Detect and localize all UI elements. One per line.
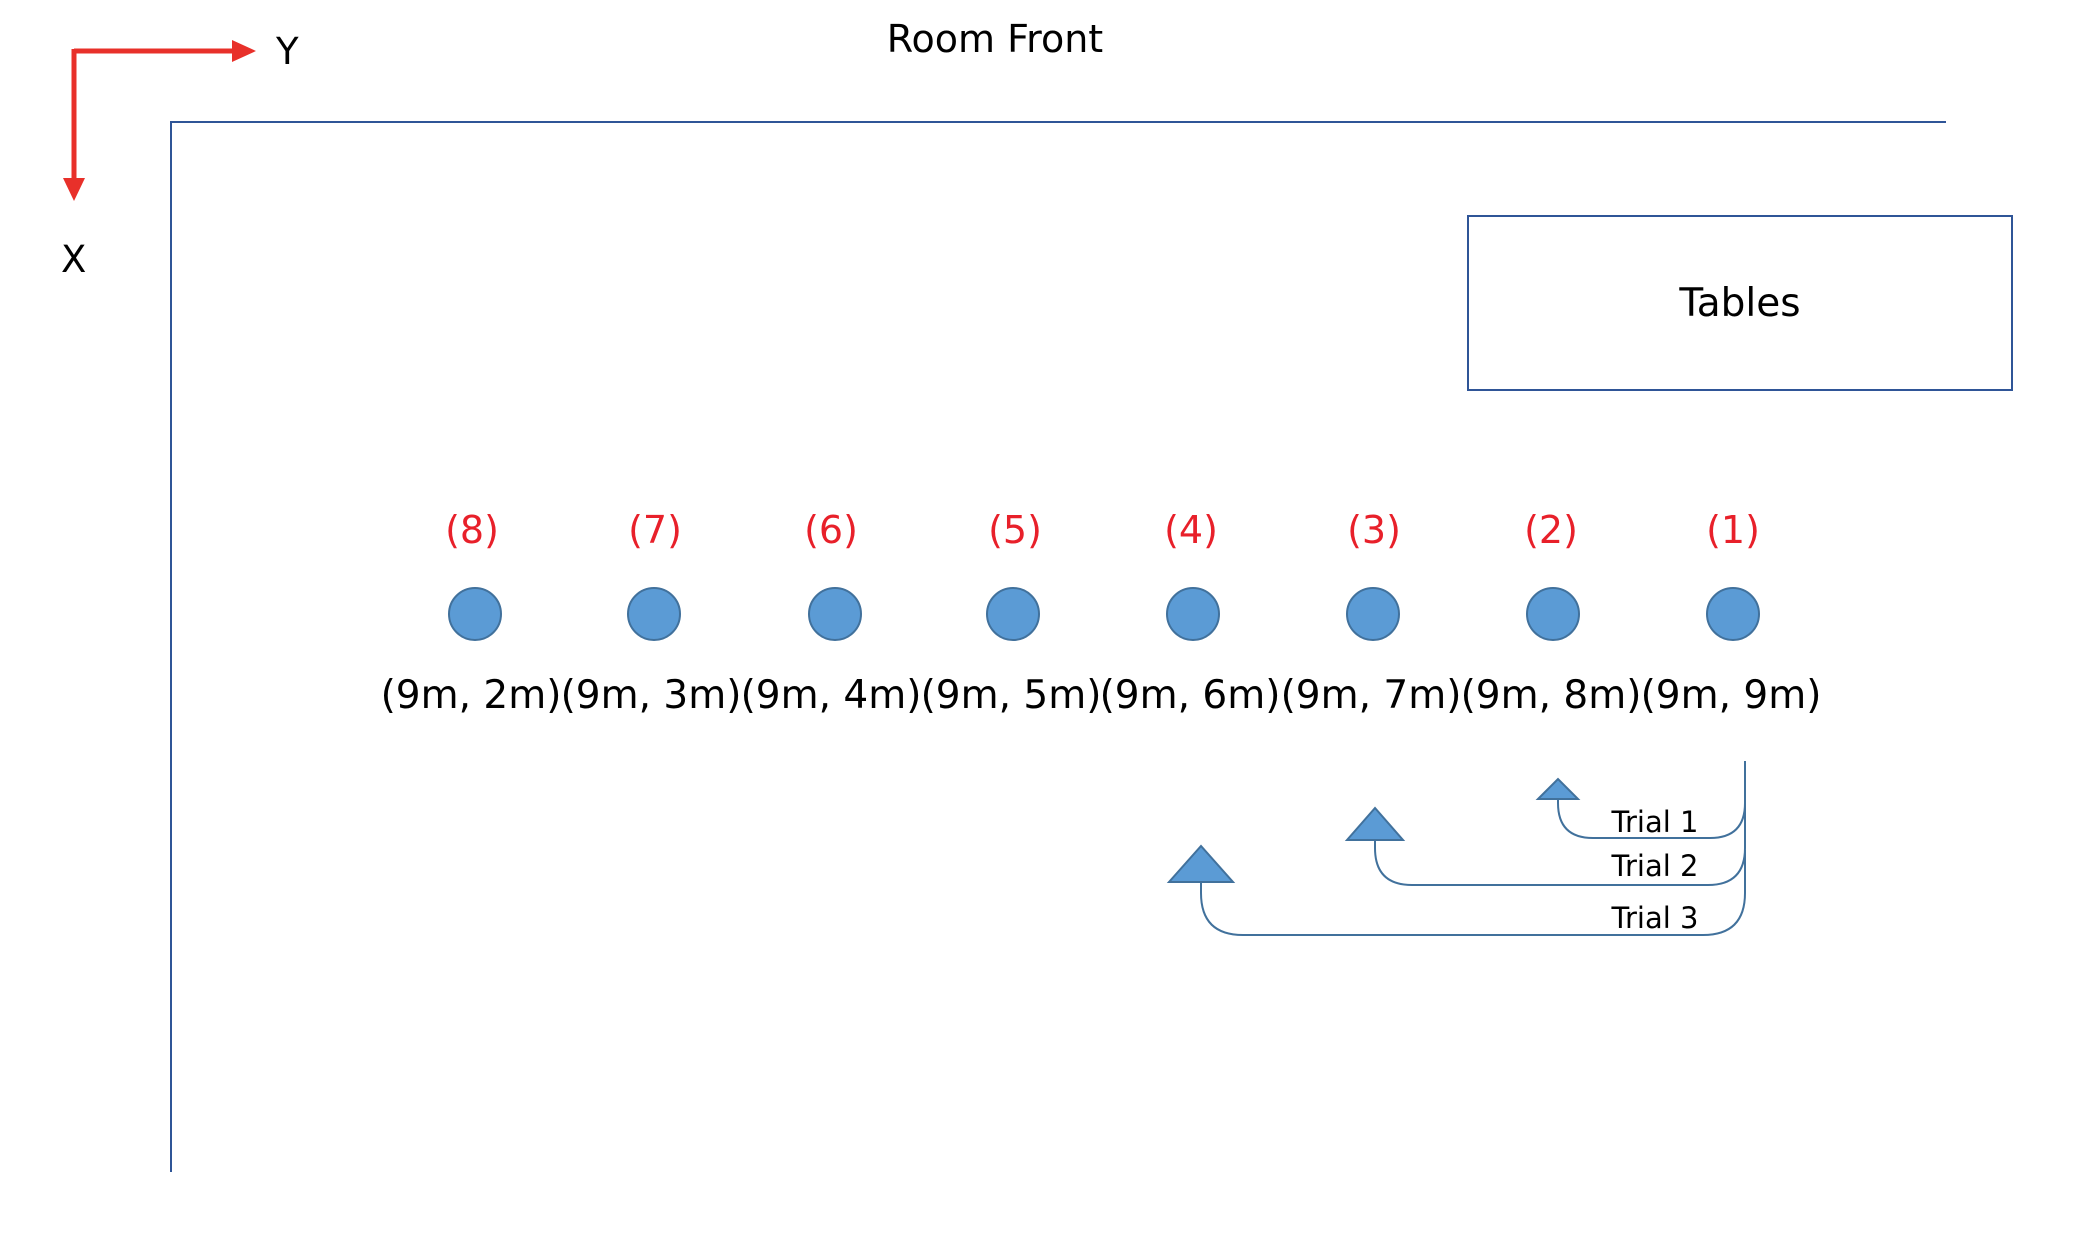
trial-3-triangle: [1166, 844, 1236, 883]
x-axis-arrow-head: [63, 178, 85, 201]
room-walls: [170, 121, 1946, 1172]
tables-box: Tables: [1467, 215, 2013, 391]
position-number: (5): [988, 508, 1042, 552]
position-coordinate: (9m, 8m): [1461, 673, 1642, 718]
position-coordinate: (9m, 2m): [381, 673, 562, 718]
position-coordinate: (9m, 3m): [561, 673, 742, 718]
axis-indicator: Y X: [61, 30, 299, 281]
x-axis-label: X: [61, 238, 86, 281]
tables-label: Tables: [1678, 281, 1800, 326]
position-number: (8): [445, 508, 499, 552]
position-marker: [1346, 587, 1400, 641]
position-5: (5) (9m, 5m): [921, 508, 1102, 718]
position-coordinate: (9m, 4m): [741, 673, 922, 718]
position-3: (3) (9m, 7m): [1281, 508, 1462, 718]
position-2: (2) (9m, 8m): [1461, 508, 1642, 718]
position-marker: [627, 587, 681, 641]
position-number: (6): [804, 508, 858, 552]
position-number: (1): [1706, 508, 1760, 552]
trial-1-triangle: [1535, 777, 1581, 800]
trial-2-label: Trial 2: [1611, 849, 1699, 883]
position-marker: [448, 587, 502, 641]
trial-paths: [1200, 761, 1746, 936]
trial-3-path: [1200, 850, 1746, 936]
position-marker: [1526, 587, 1580, 641]
position-1: (1) (9m, 9m): [1641, 508, 1822, 718]
trial-2-path: [1374, 800, 1746, 886]
position-number: (4): [1164, 508, 1218, 552]
position-coordinate: (9m, 7m): [1281, 673, 1462, 718]
y-axis-arrow-head: [232, 40, 256, 62]
position-7: (7) (9m, 3m): [561, 508, 742, 718]
position-marker: [808, 587, 862, 641]
position-marker: [1166, 587, 1220, 641]
room-front-title: Room Front: [887, 17, 1103, 61]
trial-2-triangle: [1344, 806, 1406, 841]
position-6: (6) (9m, 4m): [741, 508, 922, 718]
position-8: (8) (9m, 2m): [381, 508, 562, 718]
position-number: (3): [1347, 508, 1401, 552]
trial-3-label: Trial 3: [1611, 901, 1699, 935]
position-coordinate: (9m, 9m): [1641, 673, 1822, 718]
position-coordinate: (9m, 5m): [921, 673, 1102, 718]
position-number: (2): [1524, 508, 1578, 552]
position-marker: [1706, 587, 1760, 641]
y-axis-label: Y: [275, 30, 299, 73]
position-number: (7): [628, 508, 682, 552]
trial-1-path: [1557, 761, 1746, 839]
position-4: (4) (9m, 6m): [1100, 508, 1281, 718]
position-marker: [986, 587, 1040, 641]
tables-rect: [1467, 215, 2013, 391]
trial-1-label: Trial 1: [1611, 805, 1699, 839]
position-coordinate: (9m, 6m): [1100, 673, 1281, 718]
